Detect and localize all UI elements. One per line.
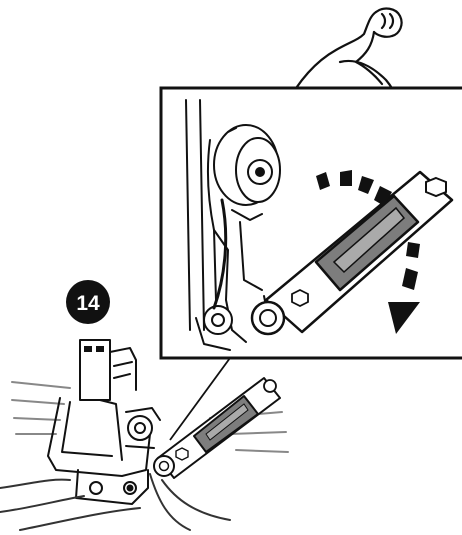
wrench-small-icon — [154, 378, 280, 478]
step-badge: 14 — [66, 280, 110, 324]
main-assembly — [0, 340, 288, 530]
step-number: 14 — [76, 292, 100, 315]
